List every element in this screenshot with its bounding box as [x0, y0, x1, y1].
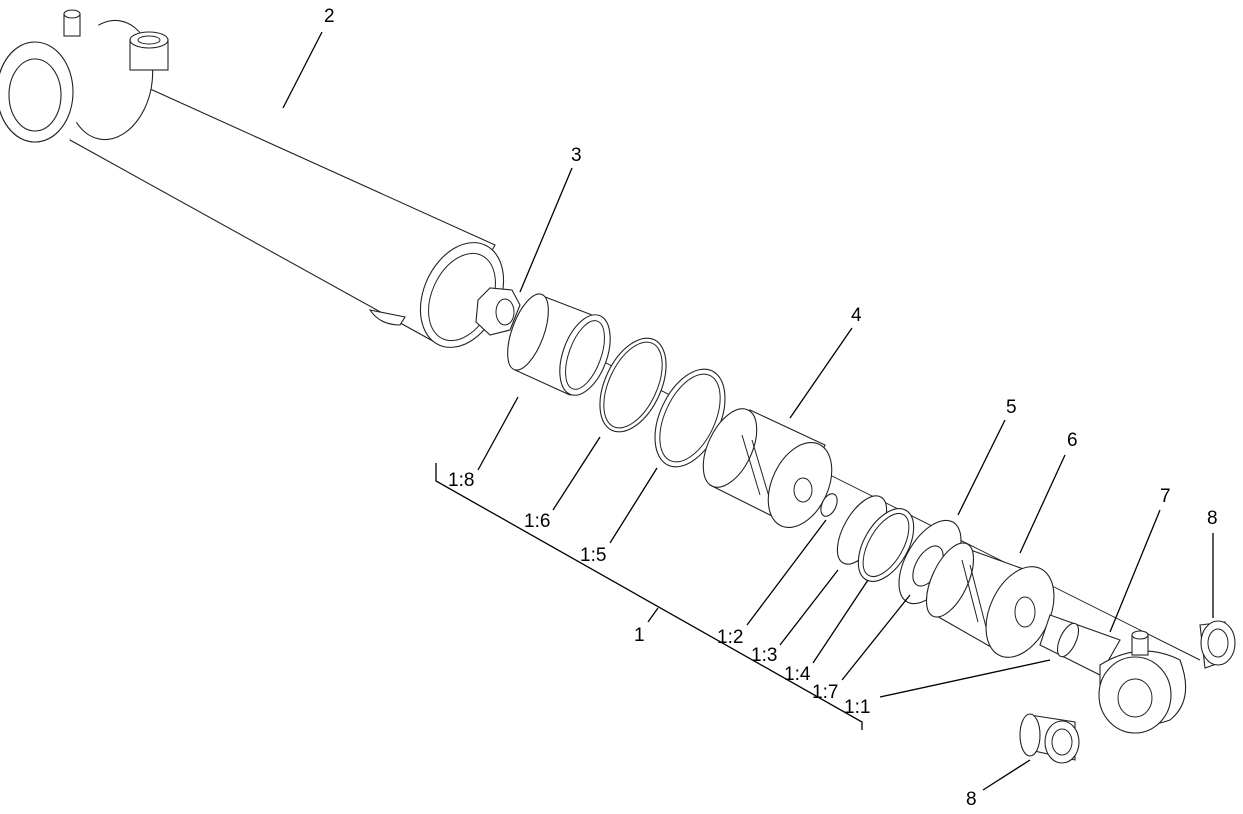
callout-5: 5 — [1006, 397, 1017, 418]
callout-1-3: 1:3 — [751, 645, 777, 666]
callout-2: 2 — [324, 6, 335, 27]
callout-1-2: 1:2 — [717, 627, 743, 648]
cylinder-barrel — [0, 9, 505, 348]
callout-4: 4 — [851, 305, 862, 326]
callout-1-7: 1:7 — [812, 682, 838, 703]
callout-1: 1 — [634, 625, 645, 646]
callout-1-5: 1:5 — [580, 545, 606, 566]
callout-6: 6 — [1067, 430, 1078, 451]
callout-1-6: 1:6 — [524, 511, 550, 532]
o-ring-1-6-inner — [603, 341, 663, 429]
wear-ring-1-8 — [507, 293, 611, 396]
callout-8-upper: 8 — [1207, 508, 1218, 529]
bushing-upper — [1199, 620, 1236, 669]
assembly-bracket — [435, 463, 863, 730]
callout-3: 3 — [571, 145, 582, 166]
o-ring-1-6 — [599, 337, 667, 433]
callout-1-1: 1:1 — [844, 697, 870, 718]
callout-1-8: 1:8 — [448, 470, 474, 491]
nut — [475, 287, 521, 336]
gland — [925, 542, 1055, 658]
seal-1-4-inner — [862, 513, 910, 577]
seal-1-5-inner — [659, 373, 721, 463]
bushing-lower — [1019, 713, 1080, 764]
callout-7: 7 — [1160, 486, 1171, 507]
callout-8-lower: 8 — [966, 789, 977, 810]
o-ring-1-2 — [820, 493, 838, 517]
callout-1-4: 1:4 — [784, 664, 811, 685]
seal-1-4 — [857, 508, 915, 582]
piston — [702, 408, 833, 529]
rod-eye — [1039, 614, 1187, 734]
leader-lines — [282, 31, 1214, 791]
